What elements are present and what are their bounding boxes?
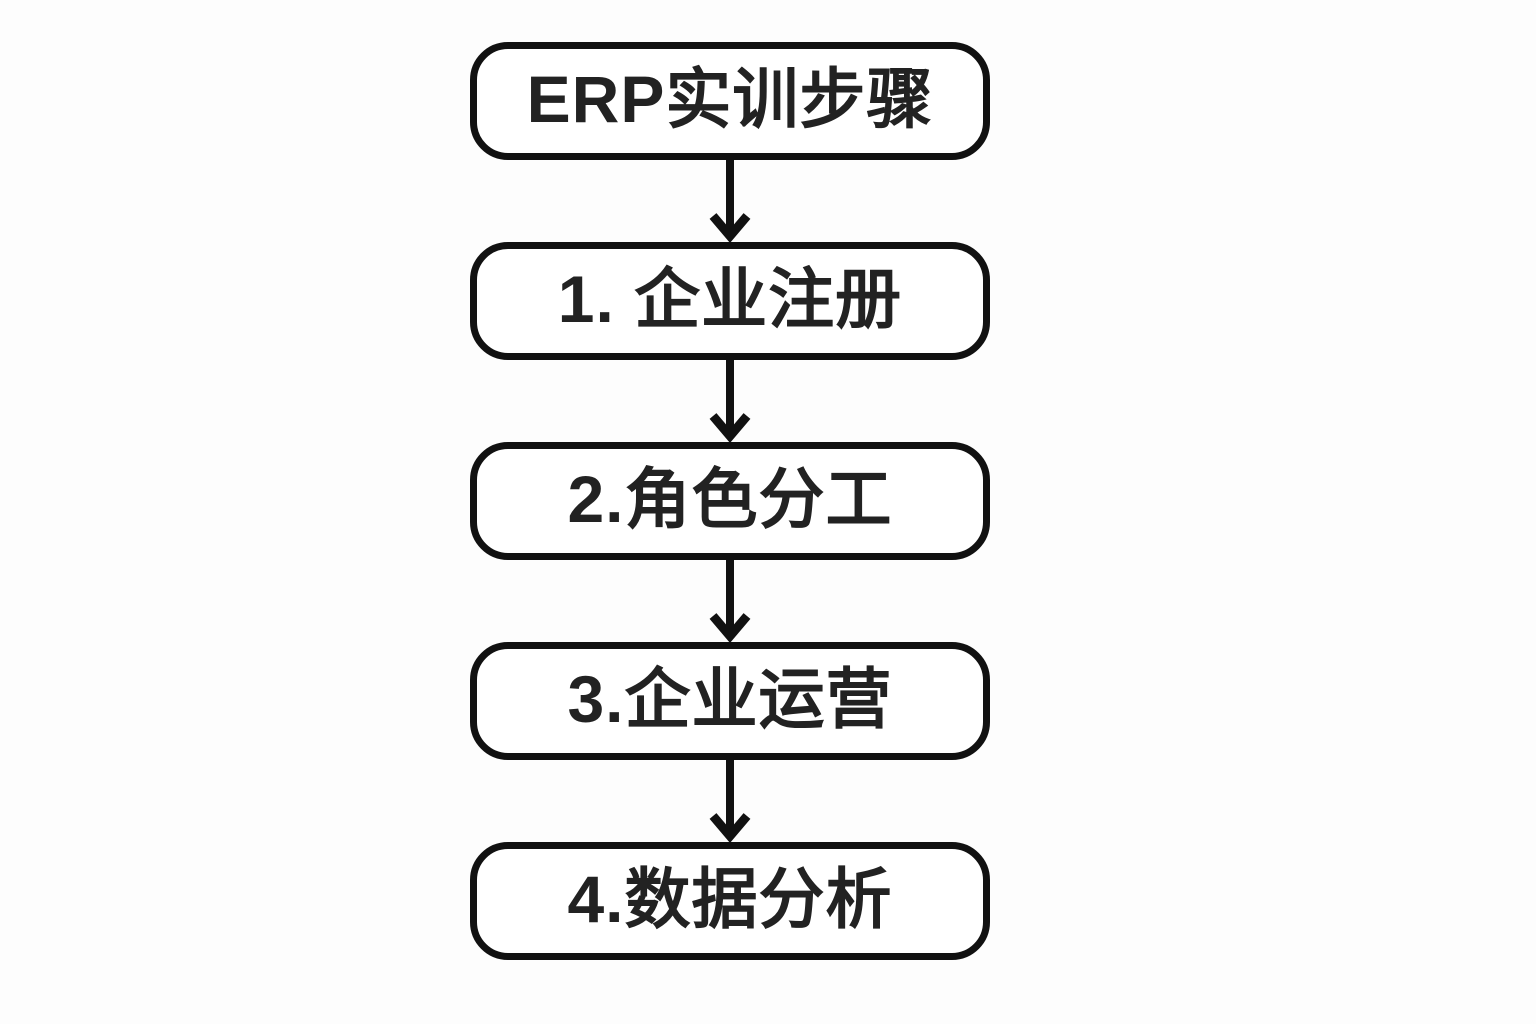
flow-node-title-label: ERP实训步骤 xyxy=(526,62,934,136)
flow-node-step-2-label: 2.角色分工 xyxy=(567,462,893,536)
flow-node-step-4-label: 4.数据分析 xyxy=(567,862,893,936)
flow-node-step-4: 4.数据分析 xyxy=(470,842,990,960)
arrow-down-icon xyxy=(709,360,751,442)
flow-node-step-1: 1. 企业注册 xyxy=(470,242,990,360)
arrow-down-icon xyxy=(709,760,751,842)
flow-node-step-1-label: 1. 企业注册 xyxy=(557,262,903,336)
flow-node-title: ERP实训步骤 xyxy=(470,42,990,160)
flow-node-step-3: 3.企业运营 xyxy=(470,642,990,760)
arrow-down-icon xyxy=(709,160,751,242)
erp-training-flowchart: ERP实训步骤 1. 企业注册 2.角色分工 3.企业运营 4. xyxy=(470,42,990,960)
flow-node-step-3-label: 3.企业运营 xyxy=(567,662,893,736)
arrow-down-icon xyxy=(709,560,751,642)
flow-node-step-2: 2.角色分工 xyxy=(470,442,990,560)
